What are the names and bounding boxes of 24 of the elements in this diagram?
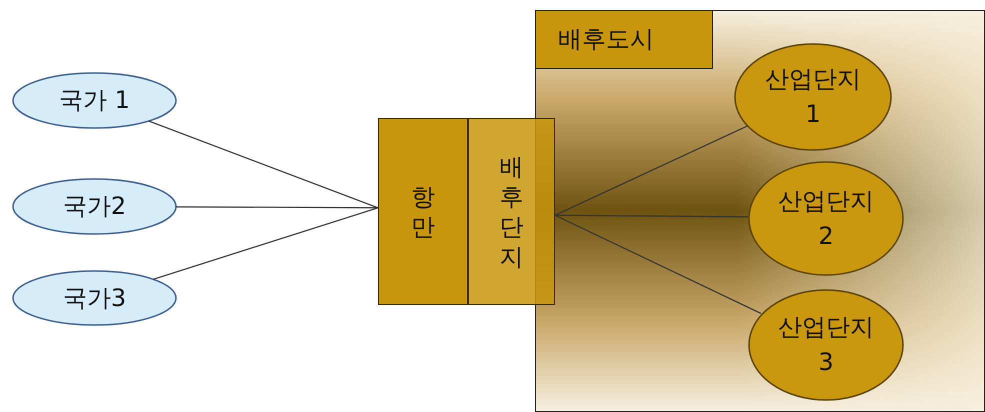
ellipse-node — [748, 289, 904, 401]
connector-line — [176, 206, 378, 208]
connector-line — [555, 214, 748, 218]
ellipse-node — [734, 43, 892, 151]
ellipse-node — [748, 161, 904, 276]
node-label: 국가2 — [62, 191, 126, 222]
connector-line — [148, 120, 378, 208]
vertical-box — [468, 118, 555, 305]
ellipse-node — [12, 178, 177, 235]
node-label: 국가 1 — [59, 85, 130, 116]
connector-line — [554, 125, 748, 216]
city-region-panel — [535, 10, 985, 412]
ellipse-node — [12, 72, 177, 129]
node-label: 산업단지 2 — [778, 186, 874, 252]
connector-line — [153, 207, 378, 280]
connector-line — [554, 214, 762, 314]
ellipse-node — [12, 270, 177, 326]
vertical-box — [378, 118, 468, 305]
region-heading: 배후도시 — [536, 11, 713, 69]
node-label: 국가3 — [62, 282, 126, 314]
node-label: 산업단지 1 — [764, 64, 862, 130]
node-label: 배후단지 — [500, 152, 524, 272]
node-label: 항만 — [411, 182, 435, 242]
node-label: 산업단지 3 — [778, 312, 874, 378]
